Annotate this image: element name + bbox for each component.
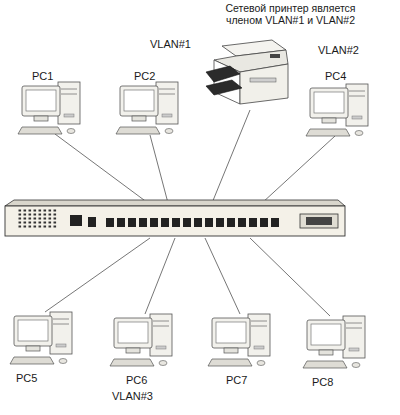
pc-label: PC5 — [16, 372, 37, 385]
pc-label: PC1 — [32, 70, 53, 83]
indicator-dots — [18, 209, 58, 229]
region-outline — [200, 30, 396, 402]
vlan-label: VLAN#2 — [318, 44, 359, 57]
region-outline — [17, 30, 274, 196]
region-outline — [5, 26, 282, 201]
pc-icon — [110, 314, 172, 366]
vlan-label: VLAN#1 — [150, 38, 191, 51]
pc-node: PC5 — [16, 368, 40, 381]
cable — [55, 134, 148, 203]
vlan-region: VLAN#1PC1 PC2 — [5, 26, 282, 201]
pc-label: PC6 — [126, 374, 147, 387]
vlan-region: VLAN#3 PC5 PC6 PC7 — [5, 246, 305, 414]
pc-icon — [303, 316, 365, 368]
region-outline — [195, 28, 398, 404]
port-row — [105, 217, 281, 229]
pc-icon — [306, 84, 368, 136]
pc-icon — [208, 314, 270, 366]
callout-text: Сетевой принтер является членом VLAN#1 и… — [208, 2, 373, 26]
pc-label: PC2 — [134, 70, 155, 83]
cable — [250, 238, 330, 316]
pc-icon — [10, 312, 72, 364]
cable — [212, 110, 250, 203]
pc-node: PC8 — [312, 372, 336, 385]
region-outline — [5, 246, 305, 414]
pc-label: PC7 — [226, 374, 247, 387]
cable — [45, 238, 150, 312]
pc-node: PC2 — [134, 66, 158, 79]
pc-node: PC4 — [325, 66, 349, 79]
cable — [205, 238, 240, 314]
cable — [262, 136, 335, 203]
pc-label: PC8 — [312, 376, 333, 389]
region-outline — [10, 250, 301, 412]
vlan-label: VLAN#3 — [112, 390, 153, 403]
cable — [150, 135, 168, 203]
network-switch — [5, 200, 345, 236]
cable — [145, 238, 175, 314]
pc-icon — [116, 82, 178, 134]
pc-node: PC6 — [126, 370, 150, 383]
vlan-region: VLAN#2PC4PC8 — [195, 28, 398, 404]
pc-node: PC1 — [32, 66, 56, 79]
pc-icon — [18, 82, 80, 134]
pc-label: PC4 — [325, 70, 346, 83]
printer-icon — [206, 40, 288, 104]
pc-node: PC7 — [226, 370, 250, 383]
printer-node: Сетевой принтер является членом VLAN#1 и… — [208, 2, 373, 26]
